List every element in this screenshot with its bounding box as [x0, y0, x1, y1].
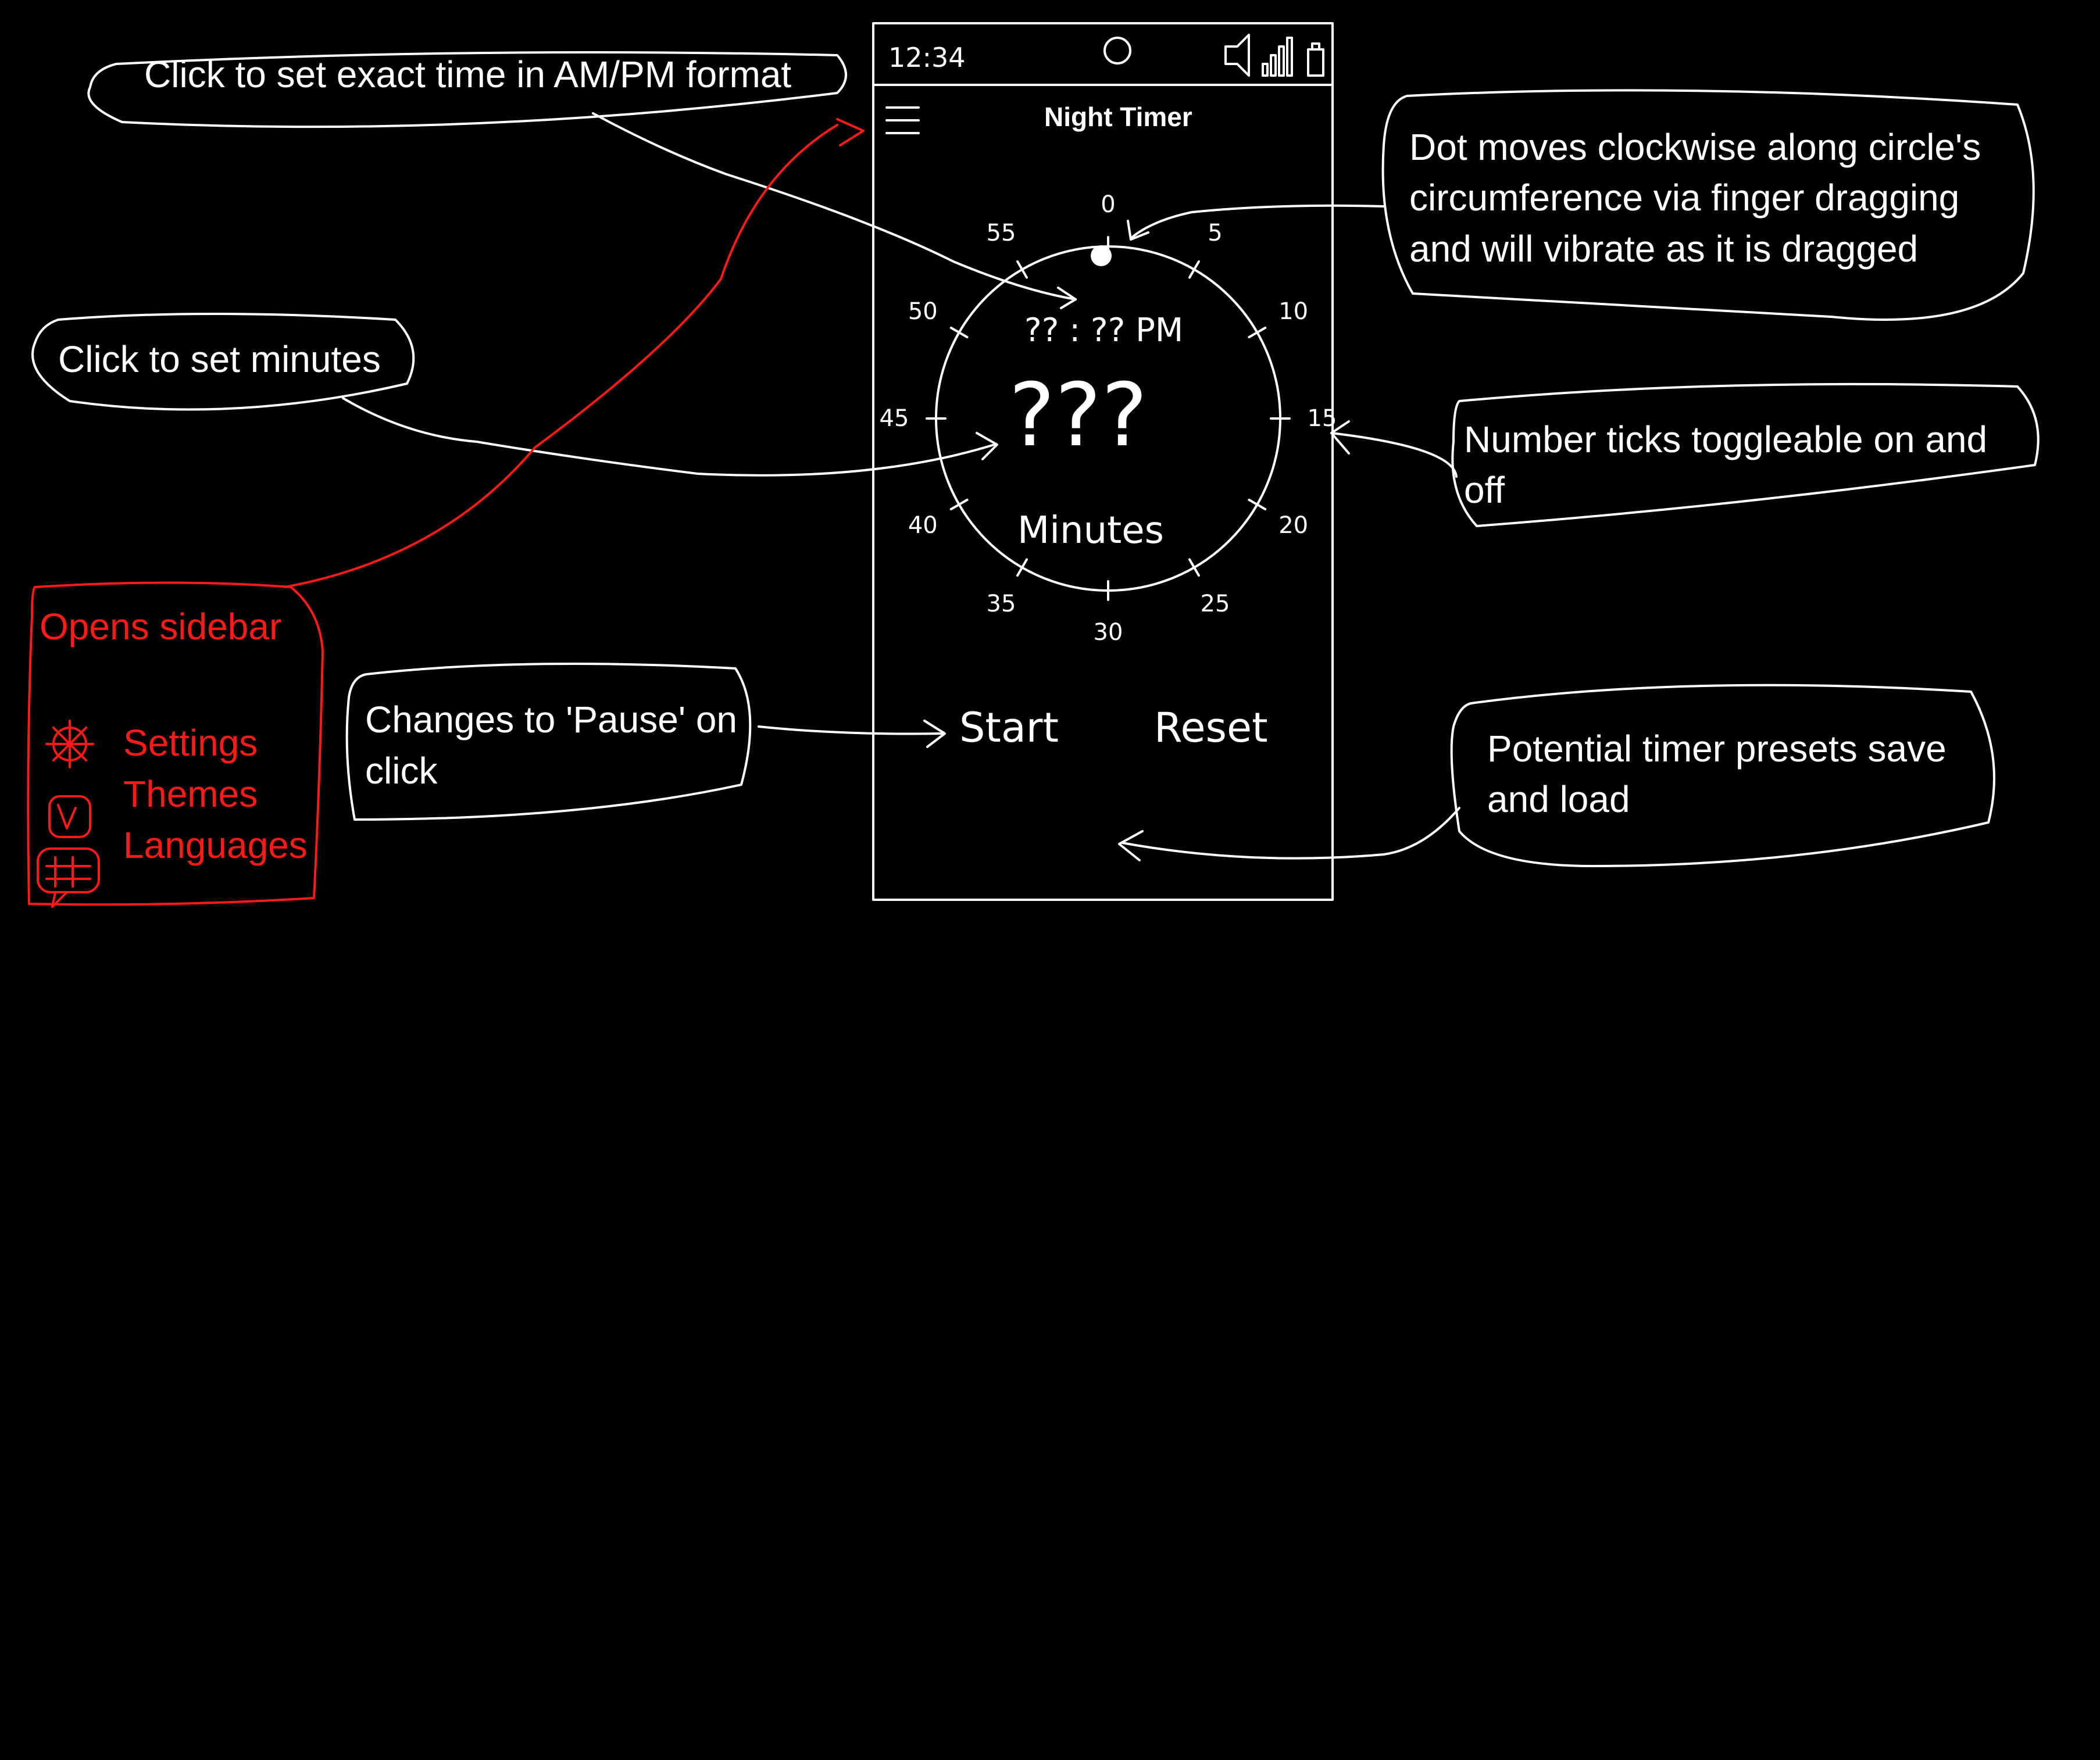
- arrow-ticks: [1330, 432, 1458, 478]
- dial-tick-10: [1248, 327, 1267, 338]
- phone-frame: [872, 22, 1334, 901]
- globe-icon: [37, 847, 100, 908]
- dial-tick-label-25: 25: [1200, 590, 1230, 617]
- dial-tick-label-45: 45: [879, 405, 909, 432]
- dial-tick-label-20: 20: [1278, 512, 1309, 539]
- arrow-set-minutes-head: [976, 432, 998, 460]
- sidebar-item-settings[interactable]: Settings: [123, 722, 258, 764]
- callout-dot-line2: circumference via finger dragging: [1409, 177, 1960, 219]
- arrow-set-minutes: [342, 397, 995, 477]
- arrow-exact-time: [592, 112, 1077, 301]
- dial-tick-label-5: 5: [1208, 220, 1223, 247]
- dial-tick-label-55: 55: [986, 220, 1016, 247]
- dial-tick-25: [1188, 558, 1200, 577]
- volume-icon: [1224, 34, 1250, 77]
- callout-dot-line1: Dot moves clockwise along circle's: [1409, 126, 1981, 168]
- arrow-start-head: [923, 720, 946, 748]
- arrow-presets: [1121, 807, 1460, 860]
- dial-tick-20: [1248, 499, 1267, 510]
- sidebar-annotation-box: [27, 581, 324, 906]
- arrow-opens-sidebar-head: [836, 118, 865, 146]
- callout-start-line2: click: [365, 750, 438, 792]
- hamburger-menu-icon: [885, 106, 920, 134]
- arrow-dot-head: [1127, 220, 1149, 241]
- arrow-ticks-head: [1330, 420, 1350, 455]
- arrow-exact-time-head: [1057, 287, 1077, 309]
- callout-start-line1: Changes to 'Pause' on: [365, 699, 737, 741]
- dial-tick-label-15: 15: [1307, 405, 1337, 432]
- callout-set-minutes: Click to set minutes: [58, 338, 381, 380]
- reset-button[interactable]: Reset: [1154, 704, 1268, 752]
- sidebar-annotation-title: Opens sidebar: [40, 606, 282, 648]
- dial-tick-35: [1016, 558, 1028, 577]
- signal-icon: [1262, 37, 1293, 77]
- minutes-value[interactable]: ???: [1009, 365, 1148, 466]
- dial-tick-label-0: 0: [1101, 191, 1116, 218]
- dial-tick-label-50: 50: [908, 298, 938, 325]
- callout-presets-line2: and load: [1487, 778, 1630, 820]
- callout-ticks-line1: Number ticks toggleable on and: [1464, 418, 1988, 460]
- minutes-label: Minutes: [1017, 509, 1164, 552]
- dial-tick-55: [1016, 260, 1028, 279]
- callout-exact-time: Click to set exact time in AM/PM format: [144, 53, 792, 95]
- bubble-set-minutes: [31, 313, 415, 411]
- start-button[interactable]: Start: [959, 704, 1059, 752]
- dial-tick-50: [949, 327, 969, 338]
- sidebar-item-languages[interactable]: Languages: [123, 824, 308, 866]
- battery-icon: [1307, 42, 1324, 77]
- callout-ticks-line2: off: [1464, 469, 1505, 511]
- bubble-presets: [1450, 684, 1995, 867]
- home-circle-icon: [1103, 37, 1131, 65]
- bubble-ticks: [1451, 382, 2040, 527]
- arrow-start: [758, 725, 943, 735]
- arrow-opens-sidebar: [284, 124, 838, 588]
- dial-tick-5: [1188, 260, 1200, 279]
- dial-tick-label-35: 35: [986, 590, 1016, 617]
- dial-tick-40: [949, 499, 969, 510]
- callout-presets-line1: Potential timer presets save: [1487, 728, 1947, 770]
- dial-drag-dot[interactable]: [1091, 245, 1112, 266]
- themes-icon: [48, 795, 91, 838]
- app-title: Night Timer: [1044, 102, 1192, 132]
- bubble-exact-time: [87, 51, 847, 128]
- dial-tick-label-30: 30: [1093, 619, 1123, 646]
- callout-dot-line3: and will vibrate as it is dragged: [1409, 228, 1919, 270]
- dial-tick-label-10: 10: [1278, 298, 1309, 325]
- status-bar-time: 12:34: [888, 42, 966, 73]
- time-display[interactable]: ?? : ?? PM: [1024, 312, 1184, 349]
- arrow-presets-head: [1118, 830, 1144, 861]
- bubble-start: [345, 663, 752, 821]
- dial-tick-label-40: 40: [908, 512, 938, 539]
- sidebar-item-themes[interactable]: Themes: [123, 773, 258, 815]
- bubble-dot: [1381, 89, 2035, 321]
- gear-icon: [45, 720, 94, 768]
- arrow-dot: [1130, 204, 1385, 239]
